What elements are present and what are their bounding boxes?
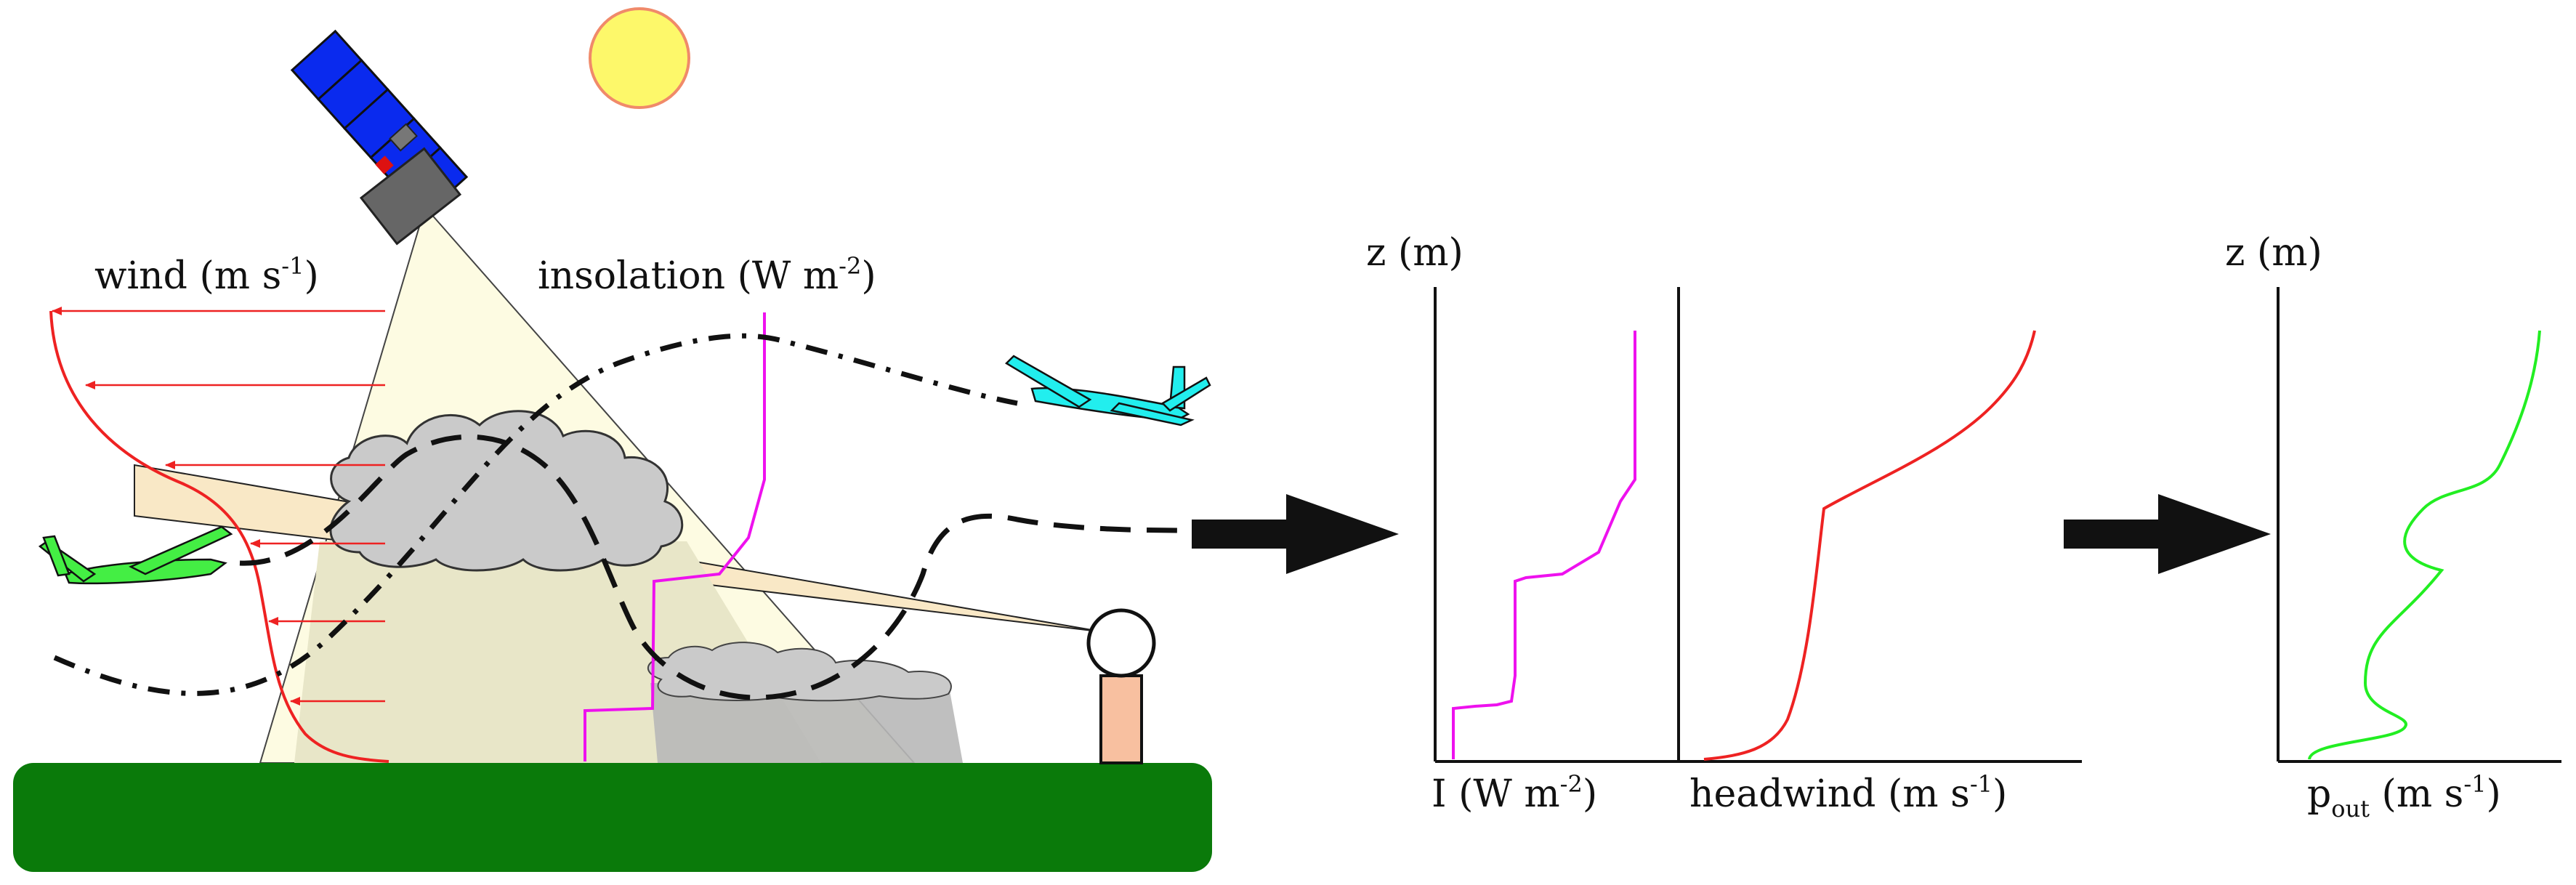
glider-icon xyxy=(38,525,233,585)
wind-profile-curve xyxy=(49,310,389,763)
glider-icon xyxy=(1004,355,1211,427)
i-axis-label: I (W m-2) xyxy=(1432,770,1597,816)
profile-plots: z (m) I (W m-2) headwind (m s-1) xyxy=(1366,231,2082,816)
headwind-axis-label: headwind (m s-1) xyxy=(1689,770,2007,816)
pout-axis-label: pout (m s-1) xyxy=(2307,770,2501,823)
headwind-curve xyxy=(1703,330,2036,761)
cloud-icon xyxy=(647,642,952,702)
ground xyxy=(13,763,1212,872)
pout-plot: z (m) pout (m s-1) xyxy=(2225,231,2561,823)
arrow-icon xyxy=(2064,494,2271,574)
wind-label: wind (m s-1) xyxy=(94,252,319,298)
cloud-shadow-low xyxy=(650,683,963,763)
cloud-icon xyxy=(329,410,684,572)
flight-path-dashdot xyxy=(53,333,1018,696)
sensor-pole-icon xyxy=(1086,608,1156,764)
z-label: z (m) xyxy=(1366,231,1463,275)
satellite-icon xyxy=(290,29,469,246)
insolation-profile xyxy=(584,312,766,761)
flight-path-dashed xyxy=(239,434,1200,700)
z-label: z (m) xyxy=(2225,231,2322,275)
pout-curve xyxy=(2308,330,2541,760)
wind-profile xyxy=(49,307,389,763)
sun-icon xyxy=(589,7,690,109)
insolation-label: insolation (W m-2) xyxy=(538,252,876,298)
arrow-icon xyxy=(1192,494,1399,574)
insolation-curve xyxy=(1452,331,1636,759)
